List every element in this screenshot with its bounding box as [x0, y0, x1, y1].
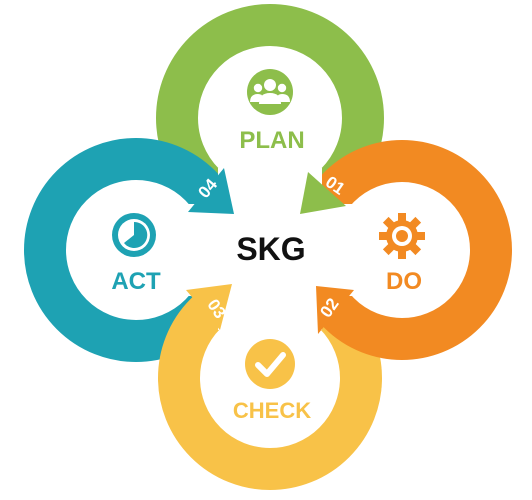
center-area: [182, 168, 358, 330]
checkmark-circle-icon: [245, 339, 295, 389]
plan-label: PLAN: [239, 127, 304, 154]
people-group-icon: [247, 69, 293, 115]
check-label: CHECK: [233, 398, 311, 423]
check-arrowhead: [186, 284, 232, 330]
plan-arrowhead: [300, 172, 346, 214]
center-label: SKG: [236, 231, 305, 267]
act-arrowhead: [188, 168, 234, 214]
do-label: DO: [386, 268, 422, 295]
do-arrowhead: [316, 286, 354, 334]
clock-icon: [112, 213, 156, 257]
act-label: ACT: [111, 268, 161, 295]
gear-icon: [379, 213, 425, 259]
